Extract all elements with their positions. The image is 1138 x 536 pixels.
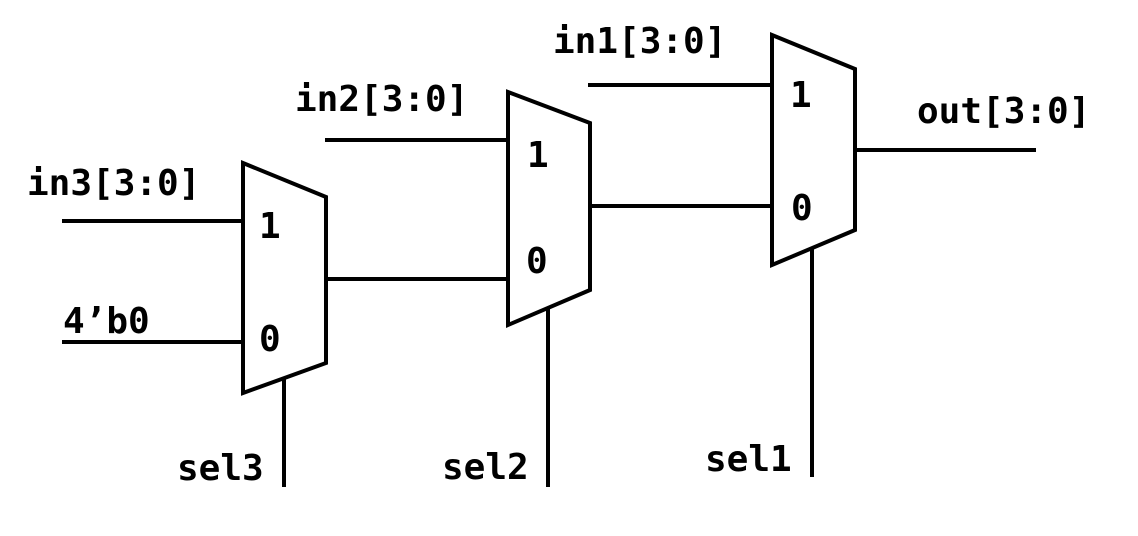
- mux-sel3-body: [241, 160, 328, 396]
- mux-sel3-port1-label: 1: [259, 206, 281, 247]
- label-in1: in1[3:0]: [553, 21, 726, 62]
- label-sel2: sel2: [442, 447, 529, 488]
- mux-sel1-body: [770, 32, 857, 269]
- mux-sel2-port1-label: 1: [527, 135, 549, 176]
- label-in2: in2[3:0]: [295, 79, 468, 120]
- mux-sel1-port0-label: 0: [791, 188, 813, 229]
- label-sel1: sel1: [705, 439, 792, 480]
- label-in3: in3[3:0]: [27, 163, 200, 204]
- label-const-zero: 4’b0: [63, 301, 150, 342]
- mux-sel3-port0-label: 0: [259, 319, 281, 360]
- mux-sel2-body: [506, 89, 592, 329]
- label-sel3: sel3: [177, 448, 264, 489]
- label-out: out[3:0]: [917, 91, 1090, 132]
- mux-sel2-port0-label: 0: [526, 241, 548, 282]
- mux-sel1-port1-label: 1: [790, 75, 812, 116]
